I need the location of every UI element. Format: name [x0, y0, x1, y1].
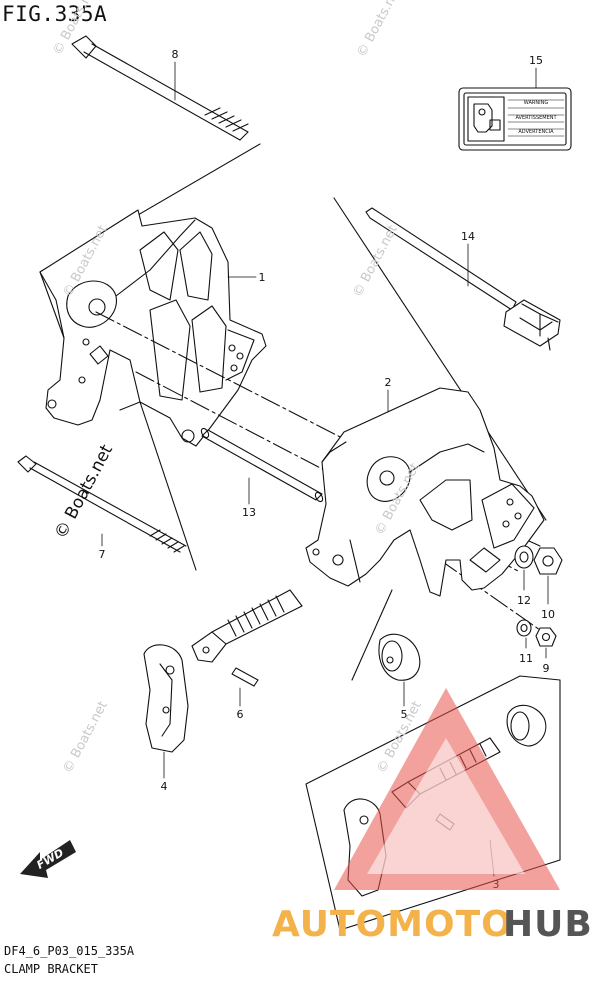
watermark-prominent: © Boats.net — [51, 441, 118, 542]
callout-2: 2 — [385, 376, 392, 389]
watermark: © Boats.net — [354, 0, 404, 60]
fwd-label: FWD — [35, 846, 66, 872]
part-10-nut — [533, 547, 563, 575]
part-12-washer — [514, 545, 534, 569]
fwd-arrow: FWD — [20, 840, 76, 878]
figure-code: DF4_6_P03_015_335A — [4, 944, 135, 958]
part-7-bolt — [17, 455, 187, 553]
callout-7: 7 — [99, 548, 106, 561]
figure-name: CLAMP BRACKET — [4, 962, 98, 976]
part-11-washer — [516, 619, 532, 637]
callout-9: 9 — [543, 662, 550, 675]
figure-title: FIG.335A — [2, 2, 108, 26]
part-9-nut — [535, 627, 557, 647]
callout-6: 6 — [237, 708, 244, 721]
logo-text-hub: HUB — [503, 904, 593, 945]
assembly-line — [139, 401, 197, 571]
callout-12: 12 — [517, 594, 531, 607]
callout-15: 15 — [529, 54, 543, 67]
part-5-pad — [378, 633, 421, 681]
part-8-bolt — [71, 35, 249, 141]
part-4-handle — [143, 644, 189, 753]
automotohub-logo: AUTOMOTO HUB — [272, 688, 593, 945]
callout-14: 14 — [461, 230, 475, 243]
part-1-clamp-bracket-left — [39, 209, 267, 447]
part-2-clamp-bracket-right — [305, 387, 545, 597]
callout-10: 10 — [541, 608, 555, 621]
center-line — [95, 311, 351, 443]
assembly-line — [351, 589, 393, 681]
callout-11: 11 — [519, 652, 533, 665]
part-13-shaft — [200, 427, 324, 503]
part-15-warning-label — [458, 87, 572, 151]
callout-4: 4 — [161, 780, 168, 793]
logo-text-automoto: AUTOMOTO — [272, 904, 513, 945]
part-6-pin — [231, 667, 259, 687]
callout-5: 5 — [401, 708, 408, 721]
clamp-screw — [191, 589, 303, 663]
part-14-pin-with-clip — [365, 207, 561, 351]
label-line-2: AVERTISSEMENT — [515, 115, 557, 121]
callout-8: 8 — [172, 48, 179, 61]
callout-1: 1 — [259, 271, 266, 284]
center-line — [439, 559, 541, 631]
watermark: © Boats.net — [60, 699, 110, 776]
callout-13: 13 — [242, 506, 256, 519]
label-line-1: WARNING — [524, 100, 549, 106]
label-line-3: ADVERTENCIA — [518, 129, 554, 135]
assembly-line — [333, 197, 547, 521]
